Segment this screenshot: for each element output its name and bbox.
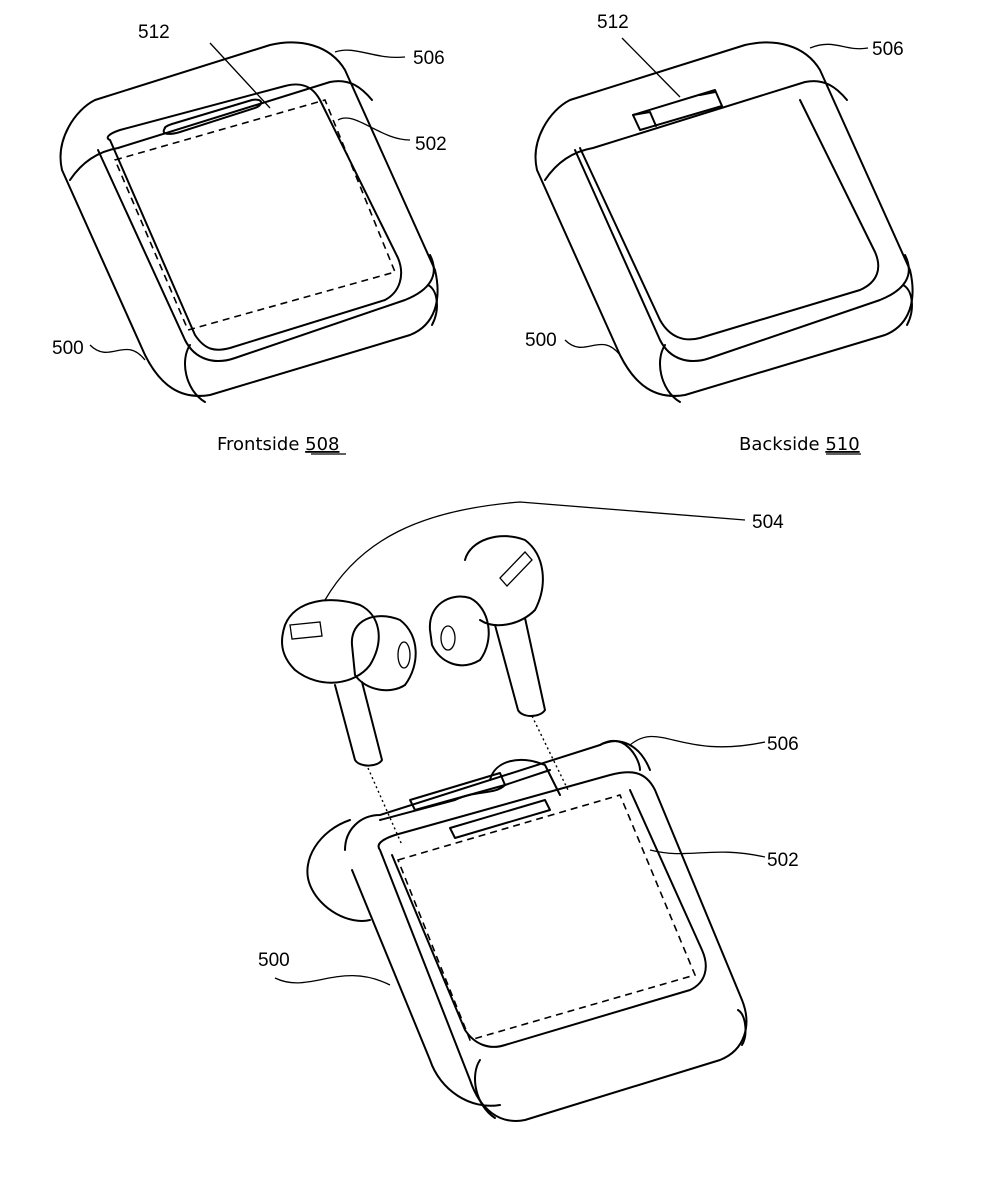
caption-frontside-ref: 508: [305, 434, 339, 455]
backside-case: [534, 37, 914, 403]
caption-frontside: Frontside 508: [217, 434, 340, 455]
label-case-500-back: 500: [525, 330, 557, 351]
label-lid-506-back: 506: [872, 39, 904, 60]
earbuds: [281, 501, 746, 846]
caption-backside: Backside 510: [739, 434, 860, 455]
label-hinge-512-front: 512: [138, 22, 170, 43]
frontside-case: [59, 41, 439, 403]
label-earbuds-504: 504: [752, 512, 784, 533]
label-hinge-512-back: 512: [597, 12, 629, 33]
label-lid-506-front: 506: [413, 48, 445, 69]
assembly-case: [306, 739, 748, 1122]
label-lid-506-assembly: 506: [767, 734, 799, 755]
caption-backside-ref: 510: [825, 434, 859, 455]
caption-frontside-text: Frontside: [217, 434, 299, 455]
label-display-502-assembly: 502: [767, 850, 799, 871]
label-display-502-front: 502: [415, 134, 447, 155]
caption-backside-text: Backside: [739, 434, 820, 455]
label-case-500-assembly: 500: [258, 950, 290, 971]
label-case-500-front: 500: [52, 338, 84, 359]
leader-lines: [89, 43, 869, 986]
